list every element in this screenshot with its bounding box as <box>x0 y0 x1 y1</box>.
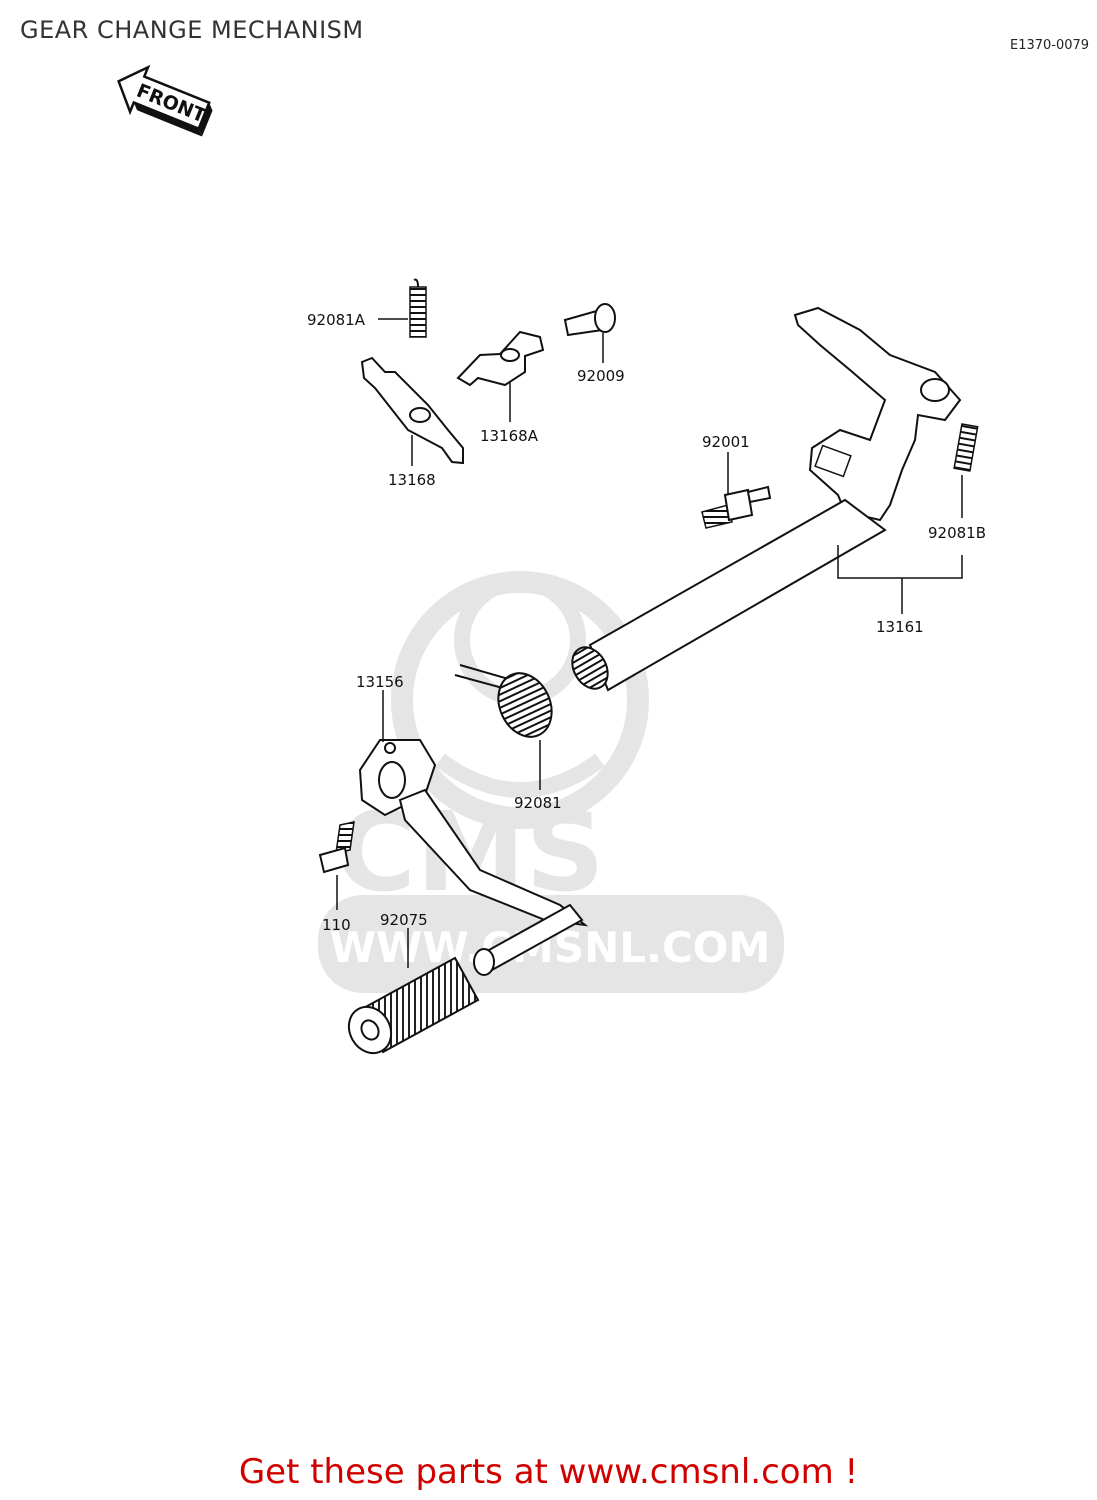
part-label: 92081 <box>514 794 562 812</box>
front-arrow-icon: FRONT <box>117 64 213 137</box>
rubber-grip-92075 <box>347 956 480 1055</box>
part-label: 13156 <box>356 673 404 691</box>
footer-link[interactable]: Get these parts at www.cmsnl.com ! <box>238 1452 859 1492</box>
bolt-110 <box>318 821 355 874</box>
bolt-92009 <box>563 303 616 337</box>
diagram-code: E1370-0079 <box>1010 38 1090 53</box>
page-title: GEAR CHANGE MECHANISM <box>20 16 364 44</box>
leader-lines <box>336 318 963 968</box>
plate-13168 <box>360 356 464 465</box>
shift-pedal-13156 <box>358 739 589 976</box>
part-label: 92009 <box>577 367 625 385</box>
part-label: 13168A <box>480 427 539 445</box>
part-label: 92075 <box>380 911 428 929</box>
shift-shaft-13161 <box>571 306 962 692</box>
plate-13168a <box>456 330 545 387</box>
part-label: 13168 <box>388 471 436 489</box>
part-labels: 92081A 13168 13168A 92009 92001 92081B 1… <box>307 311 986 934</box>
part-label: 92001 <box>702 433 750 451</box>
part-label: 92081A <box>307 311 366 329</box>
torsion-spring-92081 <box>454 664 553 738</box>
footer-promo: Get these parts at www.cmsnl.com ! <box>0 1452 1097 1492</box>
part-label: 110 <box>322 916 351 934</box>
part-label: 92081B <box>928 524 986 542</box>
stud-92001 <box>701 485 772 529</box>
spring-92081a <box>409 278 427 338</box>
spring-92081b <box>953 423 979 472</box>
part-label: 13161 <box>876 618 924 636</box>
